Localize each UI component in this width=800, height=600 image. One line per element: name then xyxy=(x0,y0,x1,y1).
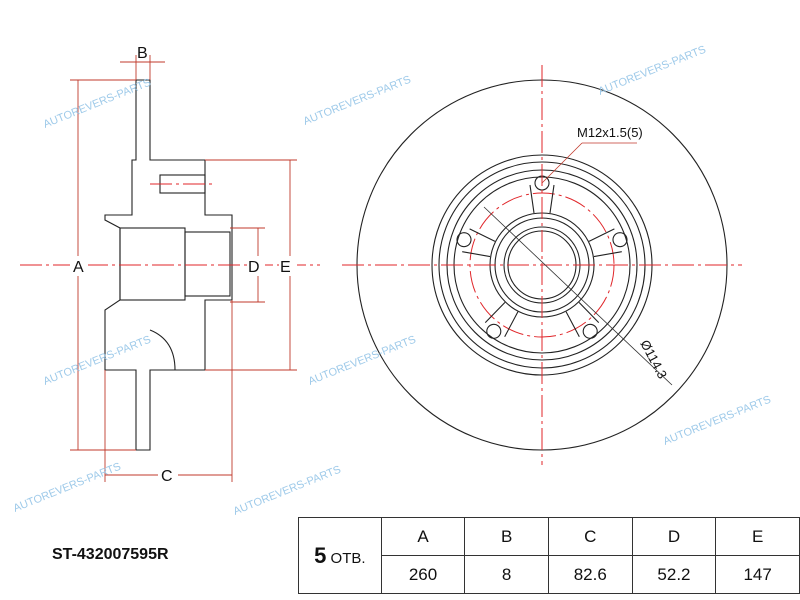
side-section-view xyxy=(20,79,320,451)
bolt-hole-icon xyxy=(612,232,628,248)
watermarks: AUTOREVERS-PARTS AUTOREVERS-PARTS AUTORE… xyxy=(12,44,773,518)
holes-count-cell: 5 ОТВ. xyxy=(298,517,382,594)
value-d: 52.2 xyxy=(631,555,717,594)
watermark: AUTOREVERS-PARTS xyxy=(662,394,773,448)
header-c: C xyxy=(547,517,633,556)
label-e: E xyxy=(280,259,291,276)
label-c: C xyxy=(161,468,173,485)
header-b: B xyxy=(464,517,549,556)
watermark: AUTOREVERS-PARTS xyxy=(307,334,418,388)
value-a: 260 xyxy=(380,555,466,594)
watermark: AUTOREVERS-PARTS xyxy=(302,74,413,128)
pcd-note: Ø114.3 xyxy=(637,337,670,381)
value-e: 147 xyxy=(715,555,800,594)
thread-note: M12x1.5(5) xyxy=(577,125,643,140)
part-number: ST-432007595R xyxy=(52,546,169,563)
holes-count: 5 xyxy=(314,542,327,568)
watermark: AUTOREVERS-PARTS xyxy=(12,461,123,515)
holes-unit: ОТВ. xyxy=(330,549,366,567)
bolt-hole-icon xyxy=(486,323,502,339)
dimensions-table: 5 ОТВ. A B C D E 260 8 82.6 52.2 147 xyxy=(298,517,800,594)
bolt-hole-icon xyxy=(456,232,472,248)
header-d: D xyxy=(631,517,717,556)
table-row: 260 8 82.6 52.2 147 xyxy=(299,555,800,594)
watermark: AUTOREVERS-PARTS xyxy=(232,464,343,518)
label-d: D xyxy=(248,259,260,276)
value-c: 82.6 xyxy=(547,555,633,594)
value-b: 8 xyxy=(464,555,549,594)
header-e: E xyxy=(715,517,800,556)
label-a: A xyxy=(73,259,84,276)
table-header-row: 5 ОТВ. A B C D E xyxy=(298,517,800,594)
label-b: B xyxy=(137,45,148,62)
header-a: A xyxy=(380,517,466,556)
bolt-hole-icon xyxy=(582,323,598,339)
front-view xyxy=(342,65,742,465)
watermark: AUTOREVERS-PARTS xyxy=(597,44,708,98)
